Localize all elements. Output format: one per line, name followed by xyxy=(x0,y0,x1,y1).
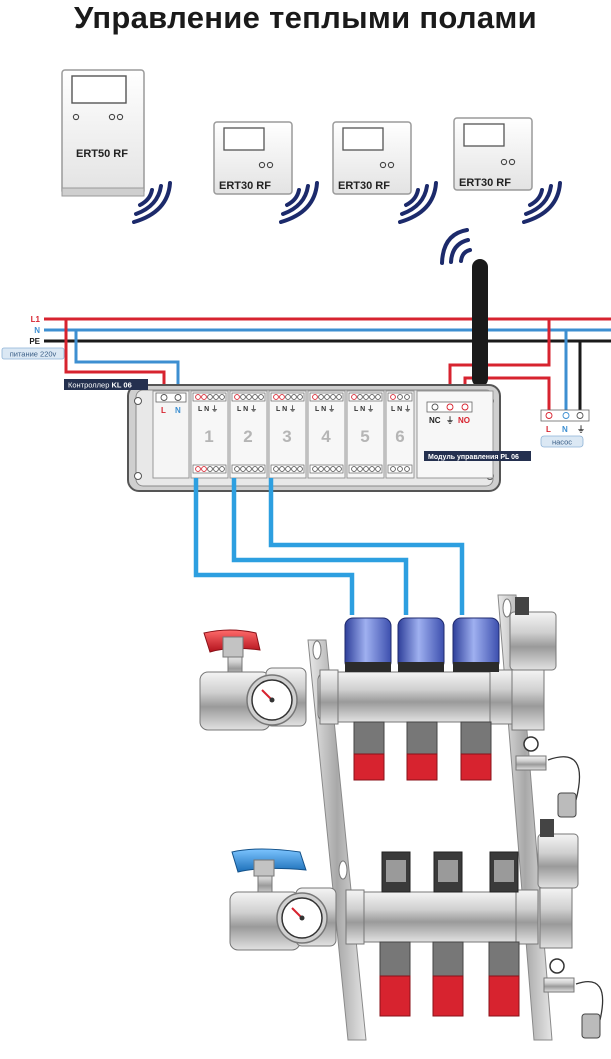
power-bus: L1 N PE питание 220v xyxy=(1,315,611,360)
zone-terminal-label: L N ⏚ xyxy=(315,405,335,413)
thermostat-model-label: ERT30 RF xyxy=(219,180,271,192)
wire-label-n: N xyxy=(34,326,40,335)
display-screen xyxy=(342,127,384,151)
actuator-cables xyxy=(193,478,465,615)
zone-terminal-label: L N ⏚ xyxy=(391,405,411,413)
module-no: NO xyxy=(458,416,470,425)
display-screen xyxy=(71,75,127,104)
module-gnd: ⏚ xyxy=(446,416,454,425)
thermostat-ert50: ERT50 RF xyxy=(61,69,145,197)
supply-manifold xyxy=(199,597,581,818)
controller-tag: Контроллер KL 06 xyxy=(68,381,132,390)
thermostat-ert30-3: ERT30 RF xyxy=(453,117,533,191)
zone-terminal-label: L N ⏚ xyxy=(354,405,374,413)
zone-number: 3 xyxy=(282,427,291,446)
controller-kl06: L N L N ⏚ xyxy=(64,379,501,492)
module-pl06: NC ⏚ NO Модуль управления PL 06 xyxy=(416,390,531,479)
zone-number: 1 xyxy=(204,427,213,446)
terminal-n: N xyxy=(175,406,181,415)
zone-top-terminals xyxy=(192,392,413,402)
zone-number: 2 xyxy=(243,427,252,446)
thermostat-ert30-1: ERT30 RF xyxy=(213,121,293,195)
zone-number: 4 xyxy=(321,427,331,446)
display-screen xyxy=(463,123,505,147)
module-tag: Модуль управления PL 06 xyxy=(428,454,519,461)
pump-badge: насос xyxy=(552,438,572,447)
antenna-wave-icon xyxy=(440,228,472,265)
pump-terminal: L N ⏚ насос xyxy=(540,409,590,448)
page-title: Управление теплыми полами xyxy=(73,0,538,35)
zone-bottom-terminals xyxy=(192,464,413,474)
module-nc: NC xyxy=(429,416,441,425)
pump-n: N xyxy=(562,425,568,434)
terminal-l: L xyxy=(161,406,166,415)
zone-terminal-label: L N ⏚ xyxy=(276,405,296,413)
zone-modules xyxy=(190,390,415,479)
zone-bottom-screws xyxy=(195,466,410,472)
thermostat-model-label: ERT50 RF xyxy=(76,148,128,160)
zone-terminal-label: L N ⏚ xyxy=(237,405,257,413)
thermostat-model-label: ERT30 RF xyxy=(338,180,390,192)
radio-wave-icon xyxy=(132,181,562,224)
controller-feed xyxy=(64,319,180,393)
return-manifold xyxy=(229,819,604,1039)
zone-top-screws xyxy=(195,394,410,400)
thermostat-model-label: ERT30 RF xyxy=(459,177,511,189)
zone-number: 5 xyxy=(360,427,369,446)
wire-label-pe: PE xyxy=(29,337,40,346)
supply-badge: питание 220v xyxy=(10,350,57,359)
antenna xyxy=(472,259,488,387)
thermostat-ert30-2: ERT30 RF xyxy=(332,121,412,195)
display-screen xyxy=(223,127,265,151)
zone-terminal-label: L N ⏚ xyxy=(198,405,218,413)
wire-label-l1: L1 xyxy=(31,315,41,324)
pump-l: L xyxy=(546,425,551,434)
pump-gnd: ⏚ xyxy=(577,425,585,434)
zone-number: 6 xyxy=(395,427,404,446)
